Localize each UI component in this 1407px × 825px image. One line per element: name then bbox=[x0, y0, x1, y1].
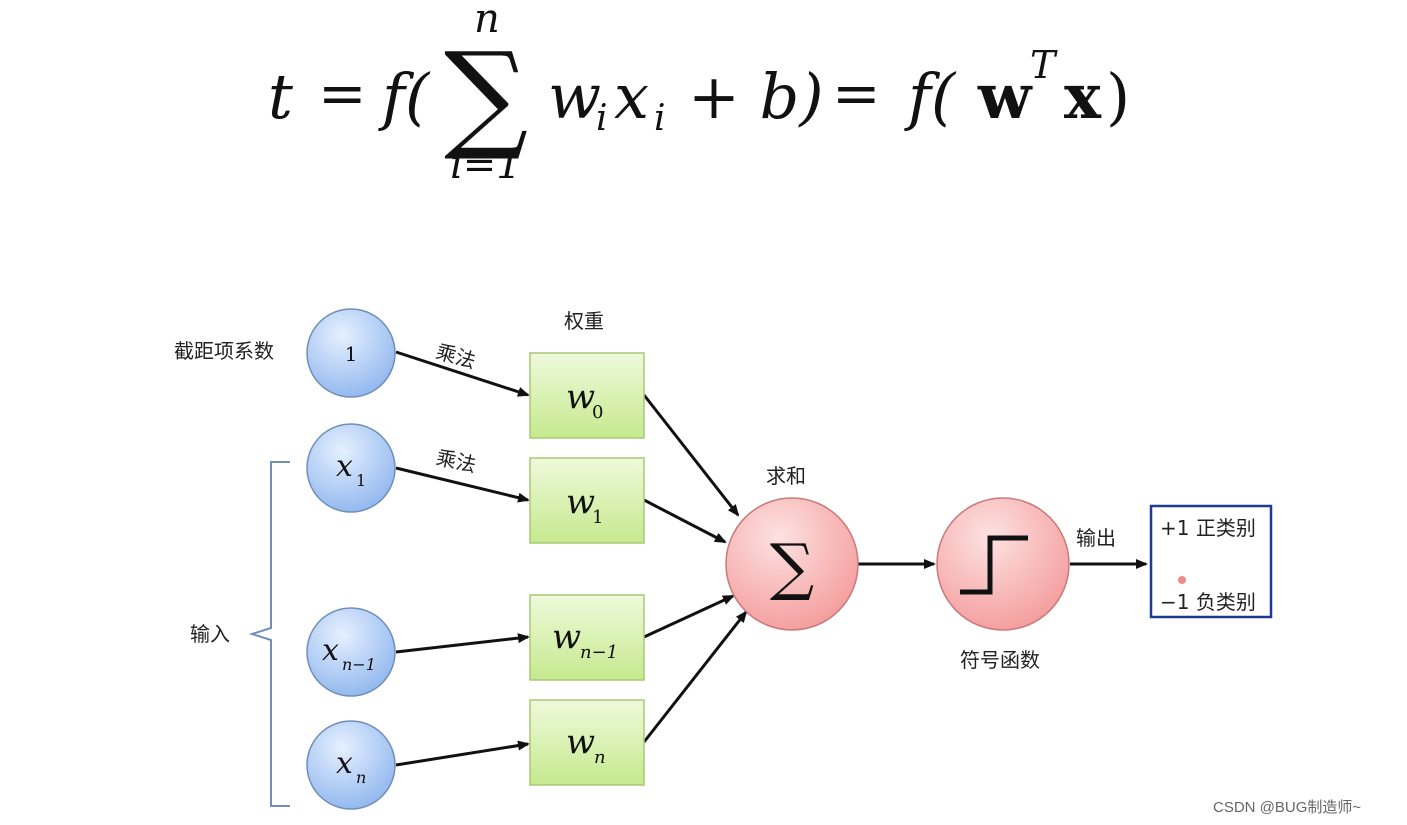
formula-close-paren: ) bbox=[1106, 60, 1130, 133]
weight-box-wn: w n bbox=[529, 699, 645, 786]
perceptron-formula: t = f( n ∑ i=1 w i x i + b) = f( w T x ) bbox=[268, 0, 1130, 188]
arrow-w0-to-sum bbox=[642, 394, 740, 517]
input-brace bbox=[248, 461, 290, 807]
input-node-x1-sub: 1 bbox=[356, 471, 366, 490]
arrow-intercept-to-w0 bbox=[395, 350, 530, 397]
formula-sum-lower: i=1 bbox=[450, 142, 522, 188]
output-negative-class: −1 负类别 bbox=[1160, 590, 1256, 614]
formula-t: t bbox=[268, 60, 293, 133]
input-node-xn1: x n−1 bbox=[306, 607, 396, 697]
arrow-w1-to-sum bbox=[643, 498, 727, 544]
formula-sigma: ∑ bbox=[444, 26, 528, 164]
input-node-xn1-main: x bbox=[322, 633, 339, 668]
label-output: 输出 bbox=[1076, 526, 1116, 550]
formula-superscript-T: T bbox=[1030, 43, 1058, 87]
formula-equals-2: = bbox=[832, 59, 881, 127]
arrow-wn1-to-sum bbox=[643, 594, 735, 639]
label-input: 输入 bbox=[190, 622, 230, 646]
input-node-xn-main: x bbox=[336, 746, 353, 781]
cursor-dot bbox=[1178, 576, 1186, 584]
formula-x-sub: i bbox=[654, 98, 666, 139]
label-weights: 权重 bbox=[564, 309, 604, 333]
output-positive-class: +1 正类别 bbox=[1160, 516, 1256, 540]
formula-bold-w: w bbox=[977, 60, 1033, 133]
arrow-x1-to-w1 bbox=[395, 466, 530, 503]
formula-plus-b: + b) bbox=[688, 60, 824, 133]
formula-sum-upper: n bbox=[474, 0, 500, 42]
weight-box-w1-main: w bbox=[566, 482, 595, 522]
weight-box-wn1-sub: n−1 bbox=[580, 642, 618, 663]
formula-equals-1: = bbox=[318, 59, 367, 127]
input-node-xn-sub: n bbox=[356, 768, 366, 787]
formula-w-sub: i bbox=[596, 98, 608, 139]
weight-box-w0: w 0 bbox=[529, 352, 645, 439]
formula-f-open: f( bbox=[378, 60, 431, 133]
label-multiply-1: 乘法 bbox=[433, 339, 478, 373]
weight-box-w1: w 1 bbox=[529, 457, 645, 544]
label-multiply-2: 乘法 bbox=[434, 445, 478, 477]
weight-box-w1-sub: 1 bbox=[592, 507, 603, 528]
weight-box-wn1-main: w bbox=[552, 617, 581, 657]
input-node-xn: x n bbox=[306, 720, 396, 810]
arrow-xn-to-wn bbox=[395, 740, 530, 767]
sign-function-node bbox=[936, 497, 1070, 631]
input-node-x1: x 1 bbox=[306, 423, 396, 513]
arrow-wn-to-sum bbox=[642, 610, 748, 743]
weight-box-wn-sub: n bbox=[594, 747, 606, 768]
sum-node: ∑ bbox=[725, 497, 859, 631]
input-node-x1-main: x bbox=[336, 449, 353, 484]
formula-w: w bbox=[548, 60, 601, 133]
arrow-xn1-to-wn1 bbox=[395, 633, 530, 654]
output-box: +1 正类别 −1 负类别 bbox=[1149, 504, 1273, 619]
label-sign-function: 符号函数 bbox=[960, 648, 1040, 672]
input-node-intercept-label: 1 bbox=[345, 342, 358, 366]
formula-f2-open: f( bbox=[904, 60, 957, 133]
weight-box-w0-sub: 0 bbox=[592, 402, 603, 423]
formula-bold-x: x bbox=[1064, 60, 1102, 133]
watermark: CSDN @BUG制造师~ bbox=[1213, 799, 1361, 816]
sum-node-symbol: ∑ bbox=[770, 530, 814, 603]
weight-box-wn1: w n−1 bbox=[529, 594, 645, 681]
weight-box-wn-main: w bbox=[566, 722, 595, 762]
formula-x: x bbox=[614, 60, 649, 133]
input-node-xn1-sub: n−1 bbox=[342, 655, 376, 674]
input-node-intercept: 1 bbox=[306, 308, 396, 398]
label-intercept: 截距项系数 bbox=[174, 339, 274, 363]
label-sum: 求和 bbox=[766, 464, 806, 488]
step-function-icon bbox=[960, 535, 1028, 595]
weight-box-w0-main: w bbox=[566, 377, 595, 417]
